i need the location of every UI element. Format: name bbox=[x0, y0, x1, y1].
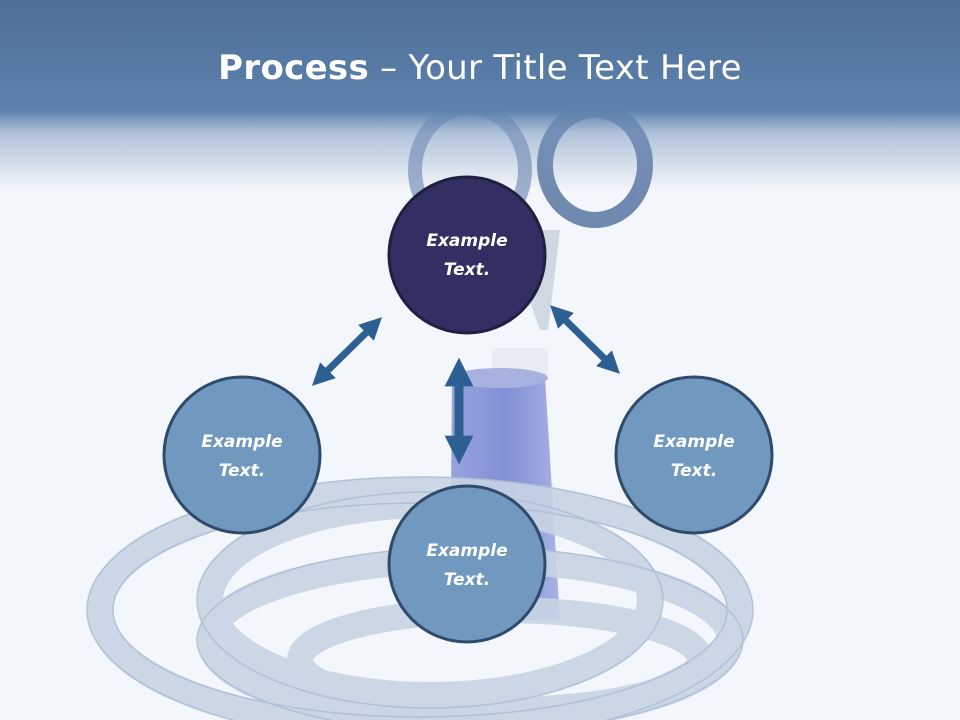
node-center-line1: Example bbox=[426, 231, 507, 251]
tape-measure-edges bbox=[86, 476, 754, 720]
node-bottom-line2: Text. bbox=[444, 570, 490, 590]
node-center: Example Text. bbox=[387, 175, 547, 335]
node-center-circle bbox=[387, 175, 547, 335]
node-right: Example Text. bbox=[614, 375, 774, 535]
node-right-circle bbox=[614, 375, 774, 535]
node-right-line2: Text. bbox=[671, 461, 717, 481]
node-left-line1: Example bbox=[201, 432, 282, 452]
title-band bbox=[0, 0, 960, 190]
node-left-circle bbox=[162, 375, 322, 535]
node-right-line1: Example bbox=[653, 432, 734, 452]
node-left: Example Text. bbox=[162, 375, 322, 535]
arrow-center-left bbox=[312, 317, 382, 386]
slide-title: Process – Your Title Text Here bbox=[0, 48, 960, 88]
node-bottom-line1: Example bbox=[426, 541, 507, 561]
title-bold: Process bbox=[218, 48, 370, 88]
title-dash: – bbox=[369, 48, 409, 88]
node-bottom: Example Text. bbox=[387, 484, 547, 644]
arrow-center-right bbox=[550, 305, 620, 374]
node-bottom-circle bbox=[387, 484, 547, 644]
title-rest: Your Title Text Here bbox=[408, 48, 742, 88]
node-center-line2: Text. bbox=[444, 260, 490, 280]
node-left-line2: Text. bbox=[219, 461, 265, 481]
